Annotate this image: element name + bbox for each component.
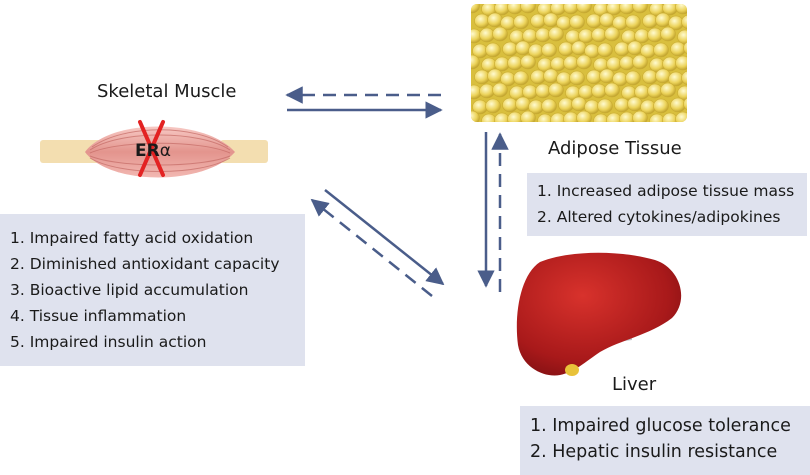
muscle-effects-list: 1. Impaired fatty acid oxidation 2. Dimi… bbox=[10, 225, 295, 355]
muscle-effects-box: 1. Impaired fatty acid oxidation 2. Dimi… bbox=[0, 214, 305, 366]
list-item: 1. Impaired glucose tolerance bbox=[530, 416, 791, 436]
list-item: 3. Bioactive lipid accumulation bbox=[10, 281, 249, 299]
adipose-title: Adipose Tissue bbox=[548, 138, 682, 159]
arrow-muscle-to-liver bbox=[324, 189, 445, 286]
adipose-effects-list: 1. Increased adipose tissue mass 2. Alte… bbox=[537, 178, 797, 230]
adipose-tissue-image bbox=[471, 4, 687, 122]
liver-effects-box: 1. Impaired glucose tolerance 2. Hepatic… bbox=[520, 406, 810, 475]
list-item: 1. Impaired fatty acid oxidation bbox=[10, 229, 254, 247]
list-item: 2. Diminished antioxidant capacity bbox=[10, 255, 280, 273]
skeletal-muscle-image bbox=[40, 126, 268, 178]
list-item: 4. Tissue inflammation bbox=[10, 307, 187, 325]
receptor-name: ER bbox=[135, 141, 160, 161]
arrow-liver-to-muscle bbox=[310, 198, 433, 297]
liver-title: Liver bbox=[612, 374, 657, 395]
list-item: 1. Increased adipose tissue mass bbox=[537, 182, 795, 200]
cross-mark-icon bbox=[138, 120, 165, 177]
liver-effects-list: 1. Impaired glucose tolerance 2. Hepatic… bbox=[530, 413, 800, 465]
adipose-effects-box: 1. Increased adipose tissue mass 2. Alte… bbox=[527, 173, 807, 236]
liver-image bbox=[516, 252, 682, 376]
list-item: 5. Impaired insulin action bbox=[10, 333, 207, 351]
receptor-label: ERα bbox=[135, 141, 171, 161]
list-item: 2. Altered cytokines/adipokines bbox=[537, 208, 781, 226]
list-item: 2. Hepatic insulin resistance bbox=[530, 442, 778, 462]
muscle-title: Skeletal Muscle bbox=[97, 81, 237, 102]
receptor-suffix: α bbox=[159, 141, 171, 161]
